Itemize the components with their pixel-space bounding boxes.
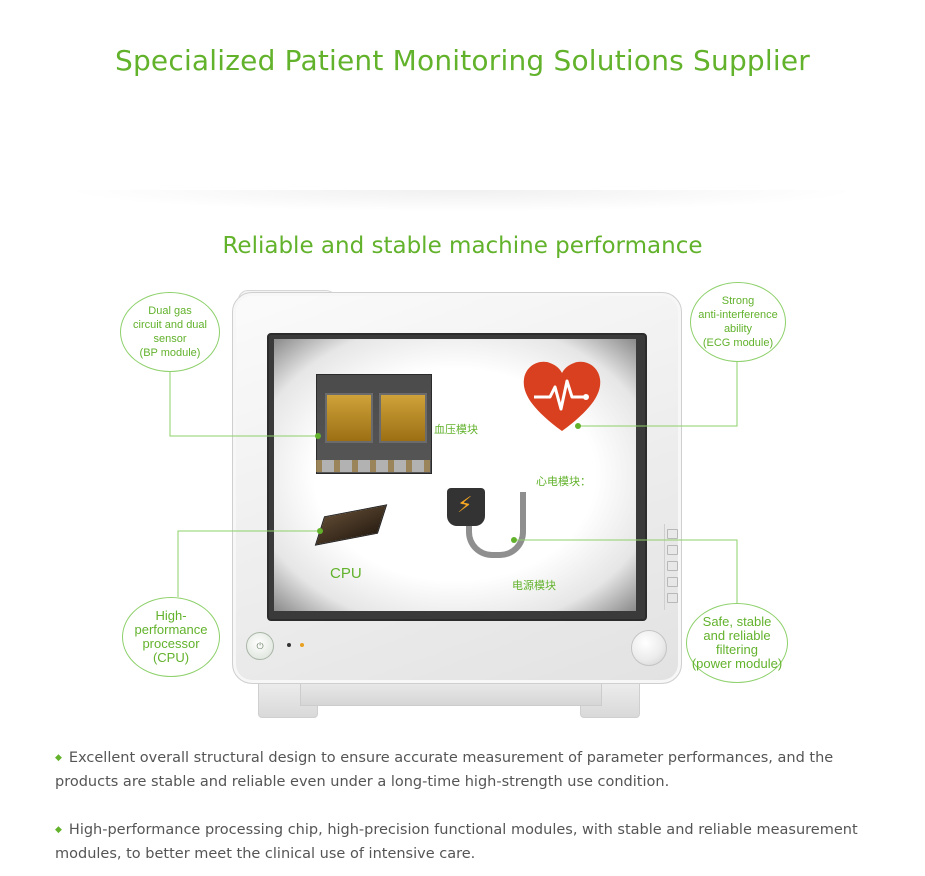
lightning-icon: ⚡ bbox=[457, 492, 473, 517]
power-button-icon: ⏻ bbox=[246, 632, 274, 660]
main-title: Specialized Patient Monitoring Solutions… bbox=[114, 44, 810, 77]
side-button bbox=[667, 577, 678, 587]
feature-text: High-performance processing chip, high-p… bbox=[55, 822, 858, 862]
callout-bp-module: Dual gas circuit and dual sensor (BP mod… bbox=[120, 292, 220, 372]
bp-module-label: 血压模块 bbox=[434, 423, 478, 436]
callout-ecg-module: Strong anti-interference ability (ECG mo… bbox=[690, 282, 786, 362]
side-button bbox=[667, 593, 678, 603]
divider-shadow bbox=[60, 190, 865, 212]
cpu-label: CPU bbox=[330, 565, 362, 582]
control-knob bbox=[631, 630, 667, 666]
power-plug-icon bbox=[447, 488, 485, 526]
monitor-base bbox=[300, 680, 602, 706]
side-button bbox=[667, 545, 678, 555]
bp-module-reflection bbox=[316, 460, 430, 472]
heart-ecg-icon bbox=[520, 357, 604, 435]
callout-power-module: Safe, stable and reliable filtering (pow… bbox=[686, 603, 788, 683]
feature-paragraph: ◆High-performance processing chip, high-… bbox=[55, 818, 870, 866]
side-buttons bbox=[664, 524, 679, 610]
feature-text: Excellent overall structural design to e… bbox=[55, 750, 834, 790]
feature-paragraph: ◆Excellent overall structural design to … bbox=[55, 746, 870, 794]
power-module-label: 电源模块 bbox=[512, 579, 556, 592]
bullet-icon: ◆ bbox=[55, 825, 62, 835]
indicator-dot bbox=[287, 643, 291, 647]
callout-cpu: High- performance processor (CPU) bbox=[122, 597, 220, 677]
indicator-dot bbox=[300, 643, 304, 647]
side-button bbox=[667, 561, 678, 571]
section-title: Reliable and stable machine performance bbox=[222, 233, 703, 259]
bp-chip bbox=[379, 393, 427, 443]
bp-chip bbox=[325, 393, 373, 443]
bp-module-chip-image bbox=[316, 374, 432, 474]
side-button bbox=[667, 529, 678, 539]
ecg-module-label: 心电模块： bbox=[536, 475, 591, 488]
bullet-icon: ◆ bbox=[55, 753, 62, 763]
